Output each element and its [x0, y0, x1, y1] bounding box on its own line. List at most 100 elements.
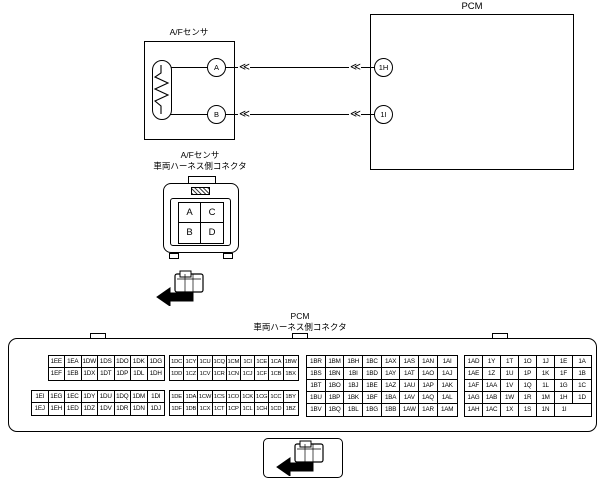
pin-1BM: 1BM [325, 356, 345, 368]
pcm-connector-title-line2: 車両ハーネス側コネクタ [253, 322, 347, 332]
pin-1AX: 1AX [381, 356, 401, 368]
pin-1AD: 1AD [465, 356, 483, 368]
pin-1BR: 1BR [307, 356, 326, 368]
pin-1BW: 1BW [283, 356, 298, 368]
pin-1BY: 1BY [283, 391, 298, 403]
pin-1EB: 1EB [65, 368, 82, 380]
pin-1U: 1U [501, 368, 519, 380]
pin-1DU: 1DU [98, 391, 115, 403]
pin-1EF: 1EF [49, 368, 65, 380]
pin-1BB: 1BB [382, 404, 401, 416]
pin-1AC: 1AC [483, 404, 501, 416]
pin-1Q: 1Q [519, 380, 537, 392]
pin-1X: 1X [501, 404, 519, 416]
pin-1ED: 1ED [65, 403, 82, 415]
pin-1AE: 1AE [465, 368, 483, 380]
pin-1CV: 1CV [198, 368, 213, 380]
pin-1DA: 1DA [184, 391, 199, 403]
pin-1DY: 1DY [81, 391, 98, 403]
pin-1EE: 1EE [48, 356, 65, 368]
pin-1CD: 1CD [269, 403, 284, 415]
pin-1BX: 1BX [285, 371, 296, 377]
pin-1CW: 1CW [198, 391, 213, 403]
pin-1DS: 1DS [98, 356, 115, 368]
pin-1EG: 1EG [48, 391, 65, 403]
pin-1CT: 1CT [213, 403, 227, 415]
pin-1CI: 1CI [240, 356, 256, 368]
pin-1CR: 1CR [213, 368, 227, 380]
pin-1DC: 1DC [170, 356, 185, 368]
pin-1CF: 1CF [255, 368, 270, 380]
pin-1BF: 1BF [363, 392, 382, 404]
wire-a-to-1h [162, 67, 376, 69]
pin-1S: 1S [519, 404, 537, 416]
pin-1T: 1T [501, 356, 519, 368]
pin-1AS: 1AS [400, 356, 420, 368]
pin-1Y: 1Y [483, 356, 501, 368]
connector-lock-tab [191, 187, 210, 195]
pin-1DX: 1DX [82, 368, 98, 380]
pin-1DQ: 1DQ [114, 391, 131, 403]
pin-1M: 1M [537, 392, 555, 404]
pin-1CE: 1CE [255, 356, 270, 368]
pin-D: D [208, 227, 216, 238]
pin-1AW: 1AW [400, 404, 420, 416]
pin-1CS: 1CS [212, 391, 227, 403]
pin-1E: 1E [555, 356, 573, 368]
view-direction-arrow-icon [156, 287, 194, 307]
sensor-element-symbol [152, 60, 172, 120]
pin-1CN: 1CN [227, 368, 241, 380]
connector-view-icon [276, 440, 324, 476]
pin-1AR: 1AR [419, 404, 438, 416]
terminal-b: B [207, 105, 226, 124]
pin-1CY: 1CY [184, 356, 199, 368]
pin-1BD: 1BD [363, 368, 382, 380]
pin-1BP: 1BP [325, 392, 345, 404]
pin-1BV: 1BV [307, 404, 326, 416]
pin-1DK: 1DK [131, 356, 148, 368]
pin-1CQ: 1CQ [212, 356, 227, 368]
pin-1AB: 1AB [483, 392, 501, 404]
pin-1B: 1B [573, 368, 591, 380]
pin-1DG: 1DG [147, 356, 164, 368]
pin-1Z: 1Z [483, 368, 501, 380]
pin-1AP: 1AP [419, 380, 438, 392]
pin-1DH: 1DH [149, 370, 162, 377]
pin-1DP: 1DP [115, 368, 131, 380]
connector-foot [223, 253, 233, 259]
pin-1BI: 1BI [344, 368, 364, 380]
pin-1AQ: 1AQ [419, 392, 438, 404]
pin-1EI: 1EI [32, 391, 49, 403]
pin-1CL: 1CL [241, 403, 256, 415]
pin-1DR: 1DR [115, 403, 131, 415]
pin-1AV: 1AV [400, 392, 420, 404]
pin-1CM: 1CM [226, 356, 241, 368]
pin-1CB: 1CB [269, 368, 284, 380]
pin-1AJ: 1AJ [437, 368, 457, 380]
pin-1F: 1F [555, 368, 573, 380]
connector-view-icon [156, 270, 204, 307]
view-direction-arrow-icon [276, 457, 314, 476]
pin-1AK: 1AK [437, 380, 457, 392]
connector-orientation-frame [263, 438, 343, 478]
pin-1G: 1G [555, 380, 573, 392]
pin-1W: 1W [501, 392, 519, 404]
pin-1BT: 1BT [307, 380, 326, 392]
